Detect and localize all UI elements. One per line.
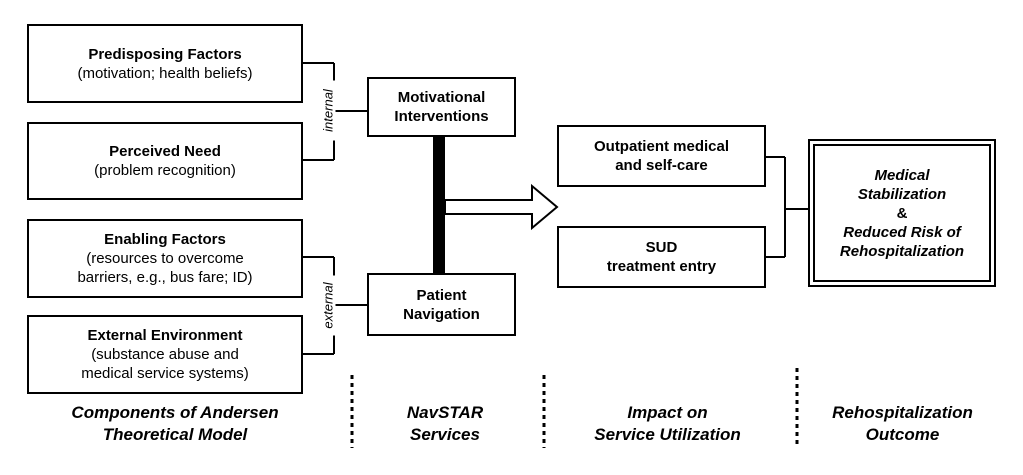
- col-navstar-line-1: NavSTAR: [406, 403, 484, 422]
- outcome-line-3: &: [896, 204, 908, 222]
- external-environment-box: External Environment (substance abuse an…: [27, 315, 303, 394]
- environment-sub-1: (substance abuse and: [91, 346, 239, 363]
- motivational-line-2: Interventions: [394, 108, 489, 125]
- col-impact-line-2: Service Utilization: [594, 425, 741, 444]
- sud-line-2: treatment entry: [606, 258, 717, 275]
- col-rehosp-line-1: Rehospitalization: [832, 403, 973, 422]
- outcome-box: Medical Stabilization & Reduced Risk of …: [813, 144, 991, 282]
- outpatient-care-box: Outpatient medical and self-care: [557, 125, 766, 187]
- environment-title: External Environment: [87, 327, 243, 344]
- enabling-sub-2: barriers, e.g., bus fare; ID): [77, 269, 253, 286]
- predisposing-title: Predisposing Factors: [88, 45, 242, 63]
- motivational-line-1: Motivational: [397, 89, 486, 106]
- navigation-line-2: Navigation: [403, 305, 480, 323]
- navigation-line-1: Patient: [416, 286, 467, 304]
- motivational-interventions-box: Motivational Interventions: [367, 77, 516, 137]
- predisposing-sub: (motivation; health beliefs): [77, 64, 253, 82]
- internal-label: internal: [320, 80, 336, 141]
- perceived-need-sub: (problem recognition): [94, 162, 236, 179]
- perceived-need-box: Perceived Need (problem recognition): [27, 122, 303, 200]
- sud-line-1: SUD: [645, 239, 678, 256]
- predisposing-factors-box: Predisposing Factors (motivation; health…: [27, 24, 303, 103]
- outcome-line-1: Medical: [874, 166, 930, 184]
- column-label-impact: Impact on Service Utilization: [555, 402, 780, 446]
- sud-treatment-box: SUD treatment entry: [557, 226, 766, 288]
- col-andersen-line-1: Components of Andersen: [71, 403, 279, 422]
- enabling-factors-box: Enabling Factors (resources to overcome …: [27, 219, 303, 298]
- col-navstar-line-2: Services: [410, 425, 480, 444]
- patient-navigation-box: Patient Navigation: [367, 273, 516, 336]
- outcome-line-5: Rehospitalization: [839, 242, 965, 260]
- enabling-title: Enabling Factors: [104, 231, 226, 248]
- outpatient-line-2: and self-care: [615, 157, 708, 174]
- outcome-line-4: Reduced Risk of: [843, 223, 961, 241]
- column-label-andersen: Components of Andersen Theoretical Model: [20, 402, 330, 446]
- outcome-line-2: Stabilization: [857, 185, 947, 203]
- column-label-navstar: NavSTAR Services: [365, 402, 525, 446]
- external-label: external: [320, 275, 336, 336]
- col-rehosp-line-2: Outcome: [865, 425, 940, 444]
- column-label-rehosp: Rehospitalization Outcome: [805, 402, 1000, 446]
- col-impact-line-1: Impact on: [627, 403, 708, 422]
- environment-sub-2: medical service systems): [81, 365, 249, 382]
- navstar-connector-bar: [433, 136, 445, 276]
- perceived-need-title: Perceived Need: [109, 143, 221, 160]
- col-andersen-line-2: Theoretical Model: [102, 425, 248, 444]
- arrow-right-icon: [444, 183, 559, 231]
- outpatient-line-1: Outpatient medical: [593, 138, 730, 155]
- enabling-sub-1: (resources to overcome: [86, 250, 244, 267]
